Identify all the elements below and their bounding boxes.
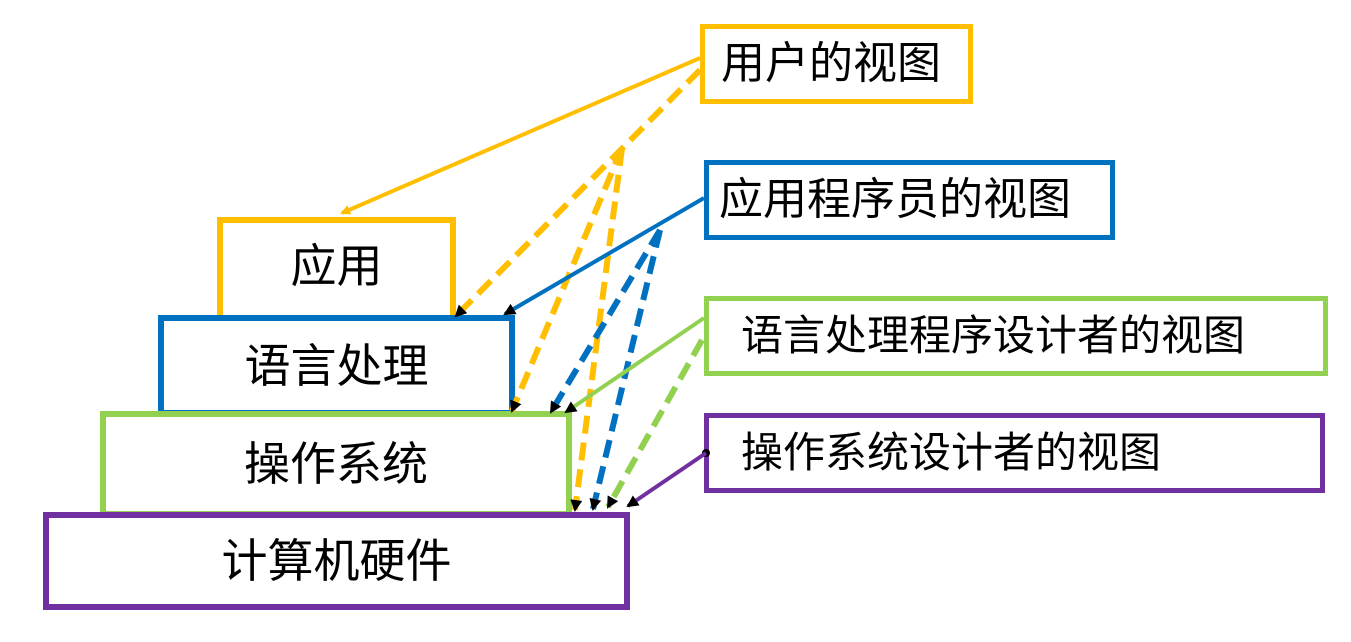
app-programmer-view-label: 应用程序员的视图: [719, 174, 1071, 225]
layer-application-box: 应用: [217, 217, 456, 321]
app-programmer-view-arrow-os: [548, 228, 663, 414]
language-designer-view-label: 语言处理程序设计者的视图: [741, 311, 1246, 360]
layer-language-processing-box: 语言处理: [158, 315, 515, 416]
layer-application-label: 应用: [290, 239, 383, 293]
user-view-arrow-os: [509, 146, 625, 413]
language-designer-view-arrow-os: [564, 316, 706, 414]
os-designer-view-box: 操作系统设计者的视图: [704, 413, 1325, 493]
layer-language-processing-label: 语言处理: [244, 338, 429, 393]
layer-operating-system-label: 操作系统: [244, 437, 428, 491]
layer-hardware-box: 计算机硬件: [43, 512, 630, 610]
app-programmer-view-box: 应用程序员的视图: [704, 160, 1115, 240]
language-designer-view-arrow-hardware: [605, 338, 705, 509]
user-view-arrow-language: [453, 67, 703, 319]
user-view-arrow-application: [340, 56, 701, 215]
os-designer-view-arrow-hardware: [626, 451, 708, 508]
app-programmer-view-arrow-language: [503, 196, 706, 316]
layer-hardware-label: 计算机硬件: [221, 534, 452, 588]
language-designer-view-box: 语言处理程序设计者的视图: [704, 296, 1328, 376]
app-programmer-view-arrow-hardware: [589, 229, 663, 511]
os-designer-view-label: 操作系统设计者的视图: [741, 428, 1162, 477]
user-view-box: 用户的视图: [700, 24, 973, 104]
user-view-label: 用户的视图: [721, 38, 941, 89]
user-view-arrow-hardware: [570, 147, 625, 512]
layer-operating-system-box: 操作系统: [100, 411, 572, 517]
